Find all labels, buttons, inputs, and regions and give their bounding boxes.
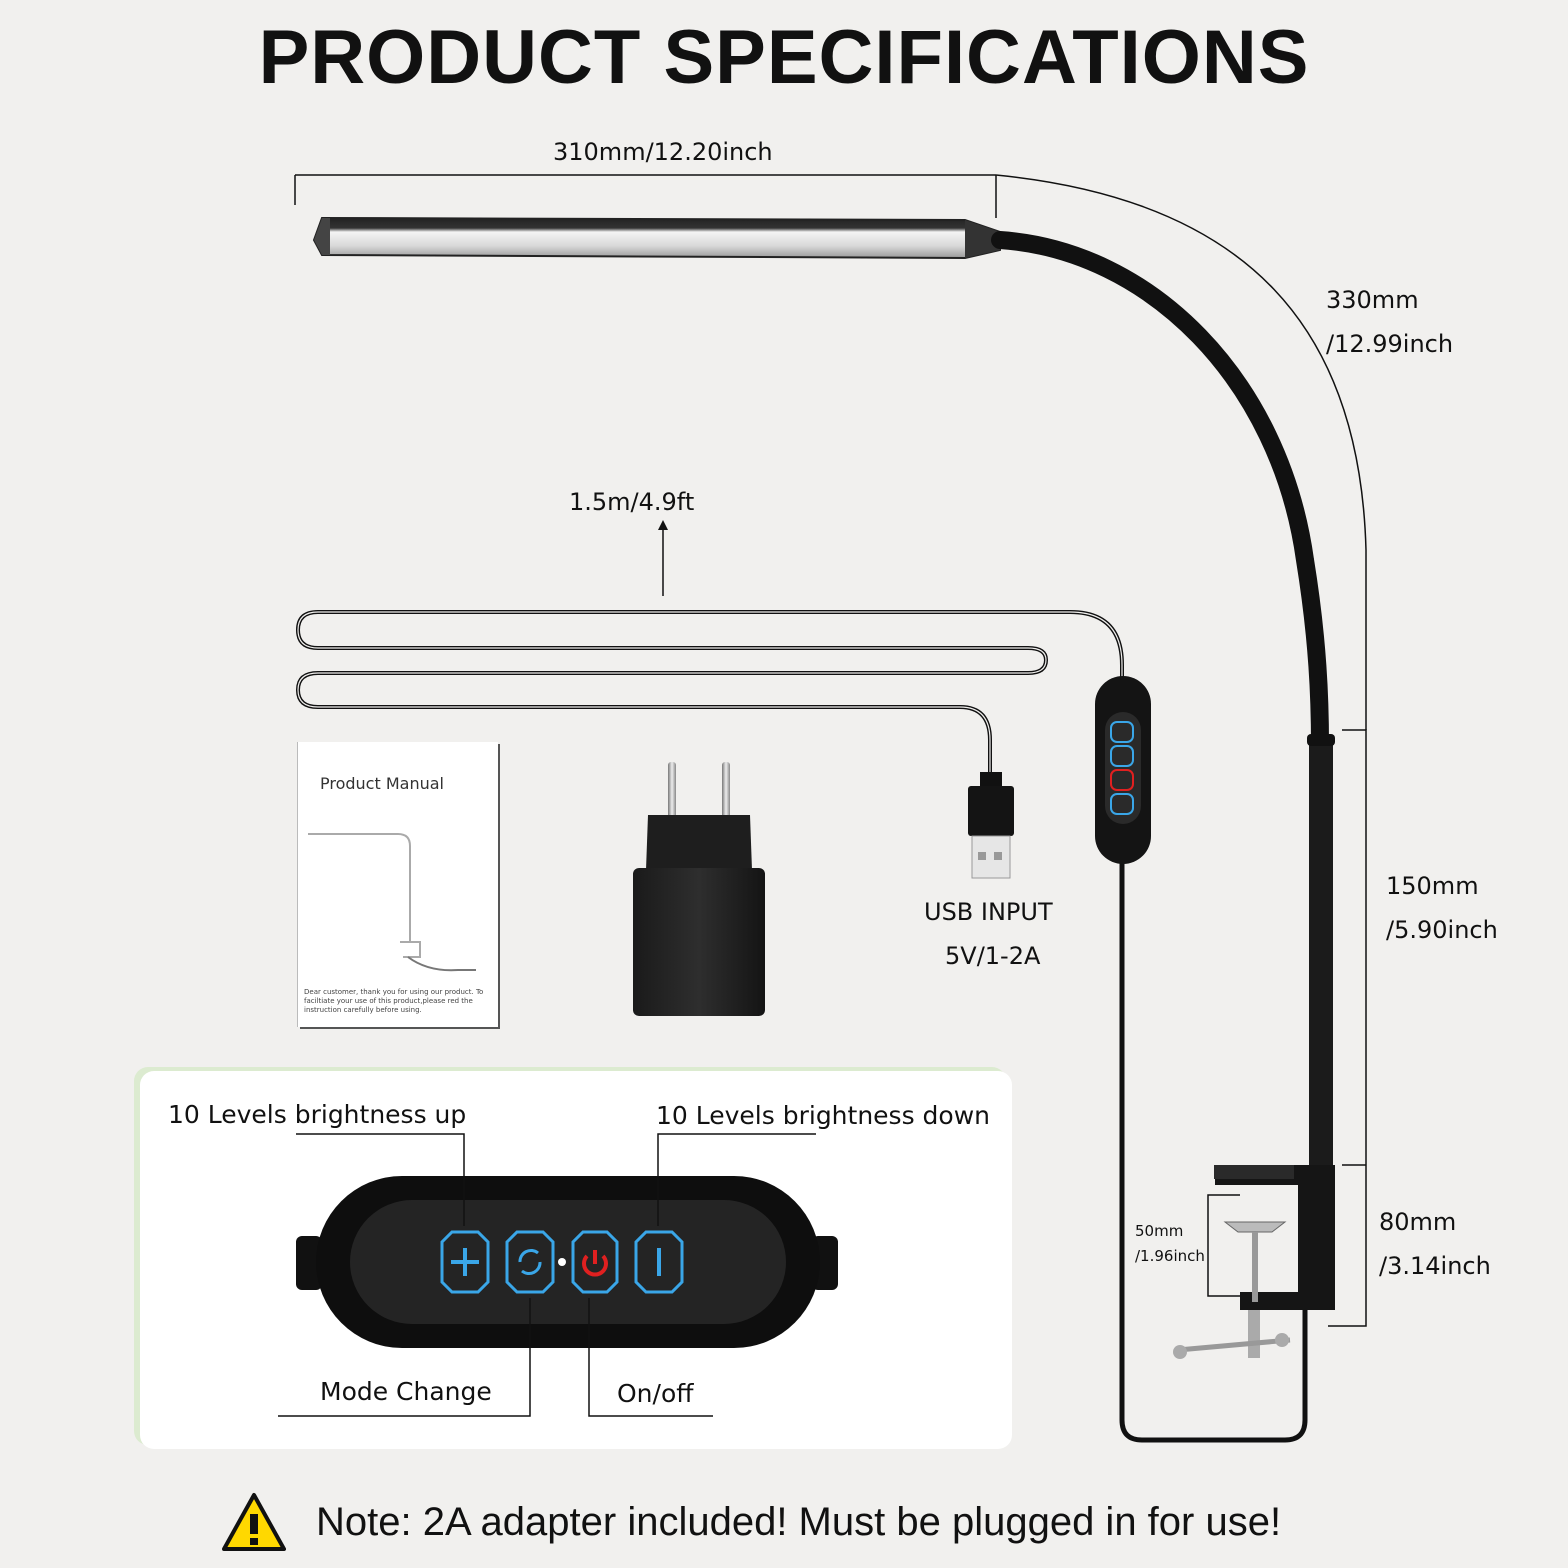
head-width-label: 310mm/12.20inch	[553, 138, 773, 166]
note-banner: Note: 2A adapter included! Must be plugg…	[222, 1490, 1281, 1554]
gooseneck-length-label: 330mm	[1326, 286, 1419, 314]
usb-input-label: USB INPUT	[924, 898, 1053, 926]
controller-body	[296, 1176, 838, 1348]
mode-change-label: Mode Change	[320, 1377, 492, 1406]
on-off-label: On/off	[617, 1379, 694, 1408]
gooseneck	[991, 231, 1329, 754]
clamp-dimension-line	[1207, 1194, 1240, 1297]
usb-plug	[968, 772, 1014, 879]
page-title: PRODUCT SPECIFICATIONS	[258, 15, 1310, 100]
clamp	[1173, 1165, 1335, 1359]
mode-change-button	[505, 1230, 555, 1294]
power-cable-lower	[1119, 860, 1308, 1443]
pole-length-label: 150mm	[1386, 872, 1479, 900]
clamp-height-inch-label: /3.14inch	[1379, 1252, 1491, 1280]
pole-dimension-line	[1328, 729, 1367, 1327]
manual-title: Product Manual	[320, 774, 444, 793]
power-adapter	[633, 762, 765, 1016]
brightness-down-button	[634, 1230, 684, 1294]
clamp-opening-inch-label: /1.96inch	[1135, 1247, 1205, 1265]
brightness-up-label: 10 Levels brightness up	[168, 1100, 467, 1129]
inline-controller	[1095, 676, 1151, 864]
warning-icon	[222, 1493, 286, 1551]
pole-length-inch-label: /5.90inch	[1386, 916, 1498, 944]
brightness-up-button	[440, 1230, 490, 1294]
brightness-down-label: 10 Levels brightness down	[656, 1101, 991, 1130]
manual-text: Dear customer, thank you for using our p…	[304, 988, 484, 1014]
head-width-bracket	[294, 174, 997, 218]
controller-leader-lines	[278, 1133, 816, 1417]
lamp-pole	[1309, 740, 1333, 1168]
light-bar	[312, 216, 1001, 260]
clamp-opening-label: 50mm	[1135, 1222, 1184, 1240]
clamp-height-label: 80mm	[1379, 1208, 1457, 1236]
cable-length-label: 1.5m/4.9ft	[569, 488, 695, 516]
gooseneck-length-inch-label: /12.99inch	[1326, 330, 1454, 358]
note-text: Note: 2A adapter included! Must be plugg…	[316, 1499, 1282, 1544]
usb-voltage-label: 5V/1-2A	[945, 942, 1041, 970]
product-manual: Product Manual Dear customer, thank you …	[298, 742, 498, 1027]
gooseneck-dimension-line	[995, 174, 1367, 730]
manual-lamp-drawing	[308, 833, 476, 972]
power-button	[571, 1230, 619, 1294]
coiled-cable	[295, 610, 1124, 790]
